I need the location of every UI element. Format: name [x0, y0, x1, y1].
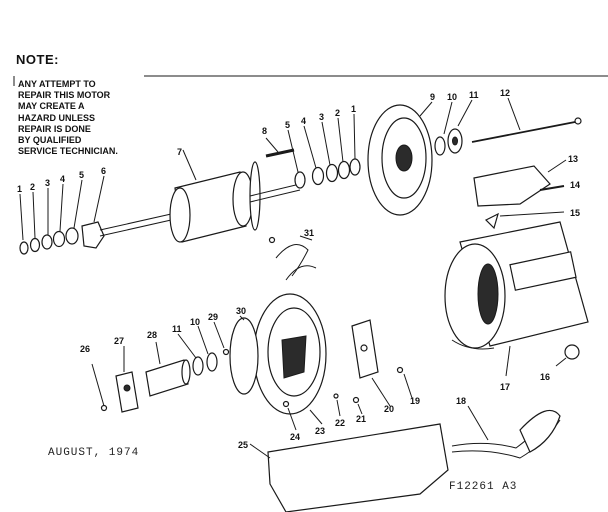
part-label: 10: [447, 92, 457, 102]
pin-and-mid-washers: [265, 113, 361, 189]
part-label: 10: [190, 317, 200, 327]
note-warning: ANY ATTEMPT TO REPAIR THIS MOTOR MAY CRE…: [18, 79, 118, 157]
part-label: 8: [262, 126, 267, 136]
part-label: 15: [570, 208, 580, 218]
bottom-left-hardware: [91, 321, 230, 413]
part-label: 6: [101, 166, 106, 176]
part-label: 19: [410, 396, 420, 406]
figure-code: F12261 A3: [449, 481, 518, 493]
part-label: 9: [430, 92, 435, 102]
note-line: MAY CREATE A: [18, 101, 85, 112]
end-shield-top: [367, 101, 433, 216]
lead-assembly: [451, 405, 561, 459]
part-label: 1: [351, 104, 356, 114]
stator-housing: [444, 221, 589, 377]
part-label: 1: [17, 184, 22, 194]
part-label: 20: [384, 404, 394, 414]
part-label: 21: [356, 414, 366, 424]
part-label: 22: [335, 418, 345, 428]
part-label: 5: [285, 120, 290, 130]
part-label: 14: [570, 180, 580, 190]
note-heading: NOTE:: [16, 52, 59, 67]
part-label: 13: [568, 154, 578, 164]
cover-and-screws: [473, 159, 567, 230]
rotor-assembly: [99, 149, 301, 243]
part-label: 4: [301, 116, 306, 126]
note-line: HAZARD UNLESS: [18, 112, 96, 123]
end-shield-bottom: [229, 293, 327, 415]
part-label: 2: [30, 182, 35, 192]
part-label: 30: [236, 306, 246, 316]
part-label: 26: [80, 344, 90, 354]
part-label: 11: [469, 90, 479, 100]
part-label: 11: [172, 324, 182, 334]
part-label: 27: [114, 336, 124, 346]
part-label: 4: [60, 174, 65, 184]
part-label: 3: [45, 178, 50, 188]
centrifugal-switch: [268, 235, 317, 281]
part-label: 16: [540, 372, 550, 382]
part-label: 29: [208, 312, 218, 322]
part-label: 12: [500, 88, 510, 98]
note-line: REPAIR THIS MOTOR: [18, 90, 111, 101]
part-label: 2: [335, 108, 340, 118]
part-number-labels: 1 2 3 4 5 6 7 8 5 4 3 2 1 9 10 11 12 13 …: [17, 88, 580, 450]
switch-plate-hardware: [282, 319, 413, 431]
note-line: BY QUALIFIED: [18, 135, 82, 146]
part-label: 31: [304, 228, 314, 238]
note-line: REPAIR IS DONE: [18, 123, 91, 134]
part-label: 24: [290, 432, 300, 442]
part-label: 5: [79, 170, 84, 180]
note-line: SERVICE TECHNICIAN.: [18, 146, 118, 157]
part-label: 17: [500, 382, 510, 392]
mounting-base: [249, 423, 449, 512]
part-label: 23: [315, 426, 325, 436]
left-washer-row: [19, 175, 105, 255]
part-label: 25: [238, 440, 248, 450]
part-label: 28: [147, 330, 157, 340]
print-date: AUGUST, 1974: [48, 447, 140, 459]
part-label: 18: [456, 396, 466, 406]
top-right-hardware: [434, 97, 582, 156]
part-label: 7: [177, 147, 182, 157]
part-label: 3: [319, 112, 324, 122]
note-line: ANY ATTEMPT TO: [18, 79, 96, 89]
